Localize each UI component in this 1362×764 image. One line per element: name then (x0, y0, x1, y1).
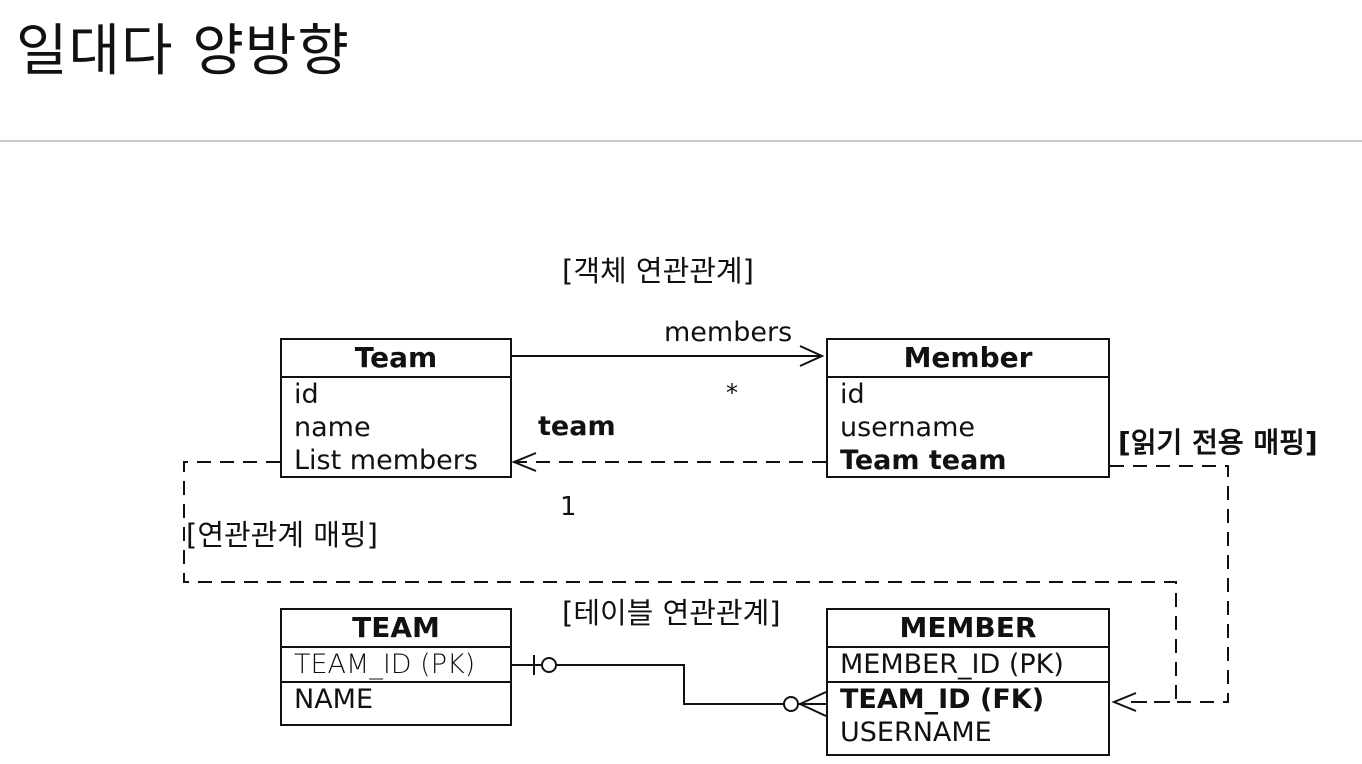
many-marker: * (726, 379, 738, 407)
team-reference-arrowhead (511, 452, 537, 472)
table-section-caption: [테이블 연관관계] (562, 596, 781, 630)
team-class-name: Team (282, 340, 510, 378)
member-table-name: MEMBER (828, 610, 1108, 648)
page-title: 일대다 양방향 (16, 19, 350, 84)
relation-mapping-path (183, 461, 1177, 703)
member-table-pk: MEMBER_ID (PK) (840, 649, 1064, 680)
team-table-pk: TEAM_ID (PK) (294, 649, 476, 680)
table-relation-line (512, 664, 826, 705)
member-field-team: Team team (840, 445, 1007, 476)
relation-mapping-label: [연관관계 매핑] (186, 518, 378, 552)
readonly-mapping-label: [읽기 전용 매핑] (1118, 426, 1318, 459)
member-field-username: username (840, 412, 975, 443)
one-marker: 1 (560, 492, 577, 522)
team-field-members: List members (294, 445, 478, 476)
member-class-name: Member (828, 340, 1108, 378)
member-zero-circle (783, 696, 799, 712)
member-class-box: Member id username Team team (826, 338, 1110, 478)
crowfoot-upper (799, 691, 827, 705)
member-field-id: id (840, 379, 865, 410)
members-arrowhead (799, 345, 825, 367)
fk-arrowhead (1111, 692, 1137, 712)
title-divider (0, 140, 1362, 142)
team-field-id: id (294, 379, 319, 410)
members-label: members (664, 317, 793, 348)
team-label: team (538, 411, 616, 442)
team-table-column-name: NAME (282, 681, 510, 716)
readonly-mapping-path (1110, 465, 1229, 703)
team-zero-circle (541, 657, 557, 673)
member-table-fk: TEAM_ID (FK) (828, 681, 1108, 716)
team-table-name: TEAM (282, 610, 510, 648)
crowfoot-lower (799, 703, 827, 717)
team-table-box: TEAM TEAM_ID (PK) NAME (280, 608, 512, 726)
member-table-column-username: USERNAME (840, 717, 992, 748)
object-section-caption: [객체 연관관계] (562, 254, 754, 288)
member-table-box: MEMBER MEMBER_ID (PK) TEAM_ID (FK) USERN… (826, 608, 1110, 756)
team-class-box: Team id name List members (280, 338, 512, 478)
team-field-name: name (294, 412, 371, 443)
